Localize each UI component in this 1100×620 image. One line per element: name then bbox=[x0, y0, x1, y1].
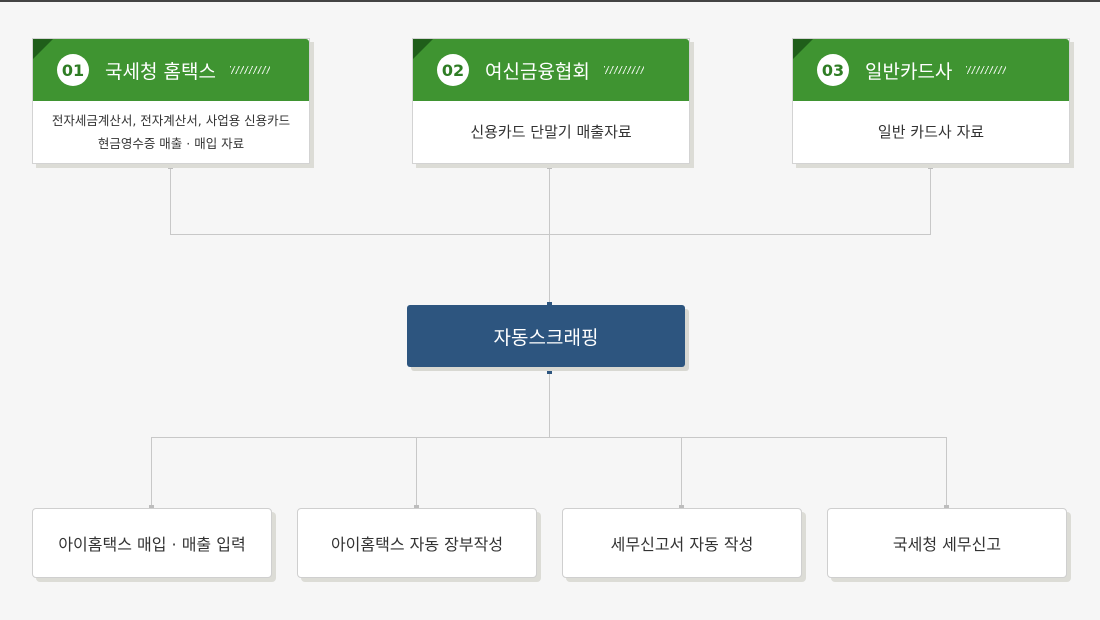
output-box-nts-tax-filing: 국세청 세무신고 bbox=[827, 508, 1067, 578]
connector-dot bbox=[547, 164, 552, 169]
step-number-badge: 02 bbox=[437, 54, 469, 86]
connector-dot bbox=[414, 505, 419, 510]
connector-dot bbox=[679, 505, 684, 510]
source-title: 여신금융협회 bbox=[485, 60, 590, 83]
hatch-decoration bbox=[229, 66, 270, 74]
connector-dot bbox=[149, 505, 154, 510]
corner-accent bbox=[793, 39, 813, 59]
description-line: 일반 카드사 자료 bbox=[877, 122, 985, 141]
description-line: 신용카드 단말기 매출자료 bbox=[470, 122, 632, 141]
connector-dot bbox=[928, 164, 933, 169]
auto-scraping-hub: 자동스크래핑 bbox=[407, 305, 685, 367]
corner-accent bbox=[33, 39, 53, 59]
step-number-badge: 01 bbox=[57, 54, 89, 86]
source-header: 03 일반카드사 bbox=[793, 39, 1069, 101]
description-line: 현금영수증 매출 · 매입 자료 bbox=[97, 136, 245, 151]
output-box-tax-return-auto: 세무신고서 자동 작성 bbox=[562, 508, 802, 578]
source-description: 전자세금계산서, 전자계산서, 사업용 신용카드 현금영수증 매출 · 매입 자… bbox=[33, 101, 309, 163]
hatch-decoration bbox=[603, 66, 644, 74]
description-line: 전자세금계산서, 전자계산서, 사업용 신용카드 bbox=[51, 113, 291, 128]
source-description: 일반 카드사 자료 bbox=[793, 101, 1069, 163]
source-connector bbox=[170, 166, 931, 235]
source-box-hometax: 01 국세청 홈택스 전자세금계산서, 전자계산서, 사업용 신용카드 현금영수… bbox=[32, 38, 310, 164]
corner-accent bbox=[413, 39, 433, 59]
step-number-badge: 03 bbox=[817, 54, 849, 86]
hub-dot-top bbox=[547, 302, 552, 307]
output-box-purchase-sales-entry: 아이홈택스 매입 · 매출 입력 bbox=[32, 508, 272, 578]
connector-dot bbox=[168, 164, 173, 169]
hatch-decoration bbox=[966, 66, 1007, 74]
output-box-auto-bookkeeping: 아이홈택스 자동 장부작성 bbox=[297, 508, 537, 578]
source-box-card-company: 03 일반카드사 일반 카드사 자료 bbox=[792, 38, 1070, 164]
connector-dot bbox=[944, 505, 949, 510]
output-branch-connector bbox=[151, 437, 947, 508]
top-border bbox=[0, 0, 1100, 2]
source-title: 일반카드사 bbox=[865, 60, 953, 83]
source-description: 신용카드 단말기 매출자료 bbox=[413, 101, 689, 163]
source-header: 02 여신금융협회 bbox=[413, 39, 689, 101]
source-header: 01 국세청 홈택스 bbox=[33, 39, 309, 101]
source-title: 국세청 홈택스 bbox=[105, 60, 216, 83]
hub-dot-bottom bbox=[547, 369, 552, 374]
source-box-credit-finance: 02 여신금융협회 신용카드 단말기 매출자료 bbox=[412, 38, 690, 164]
